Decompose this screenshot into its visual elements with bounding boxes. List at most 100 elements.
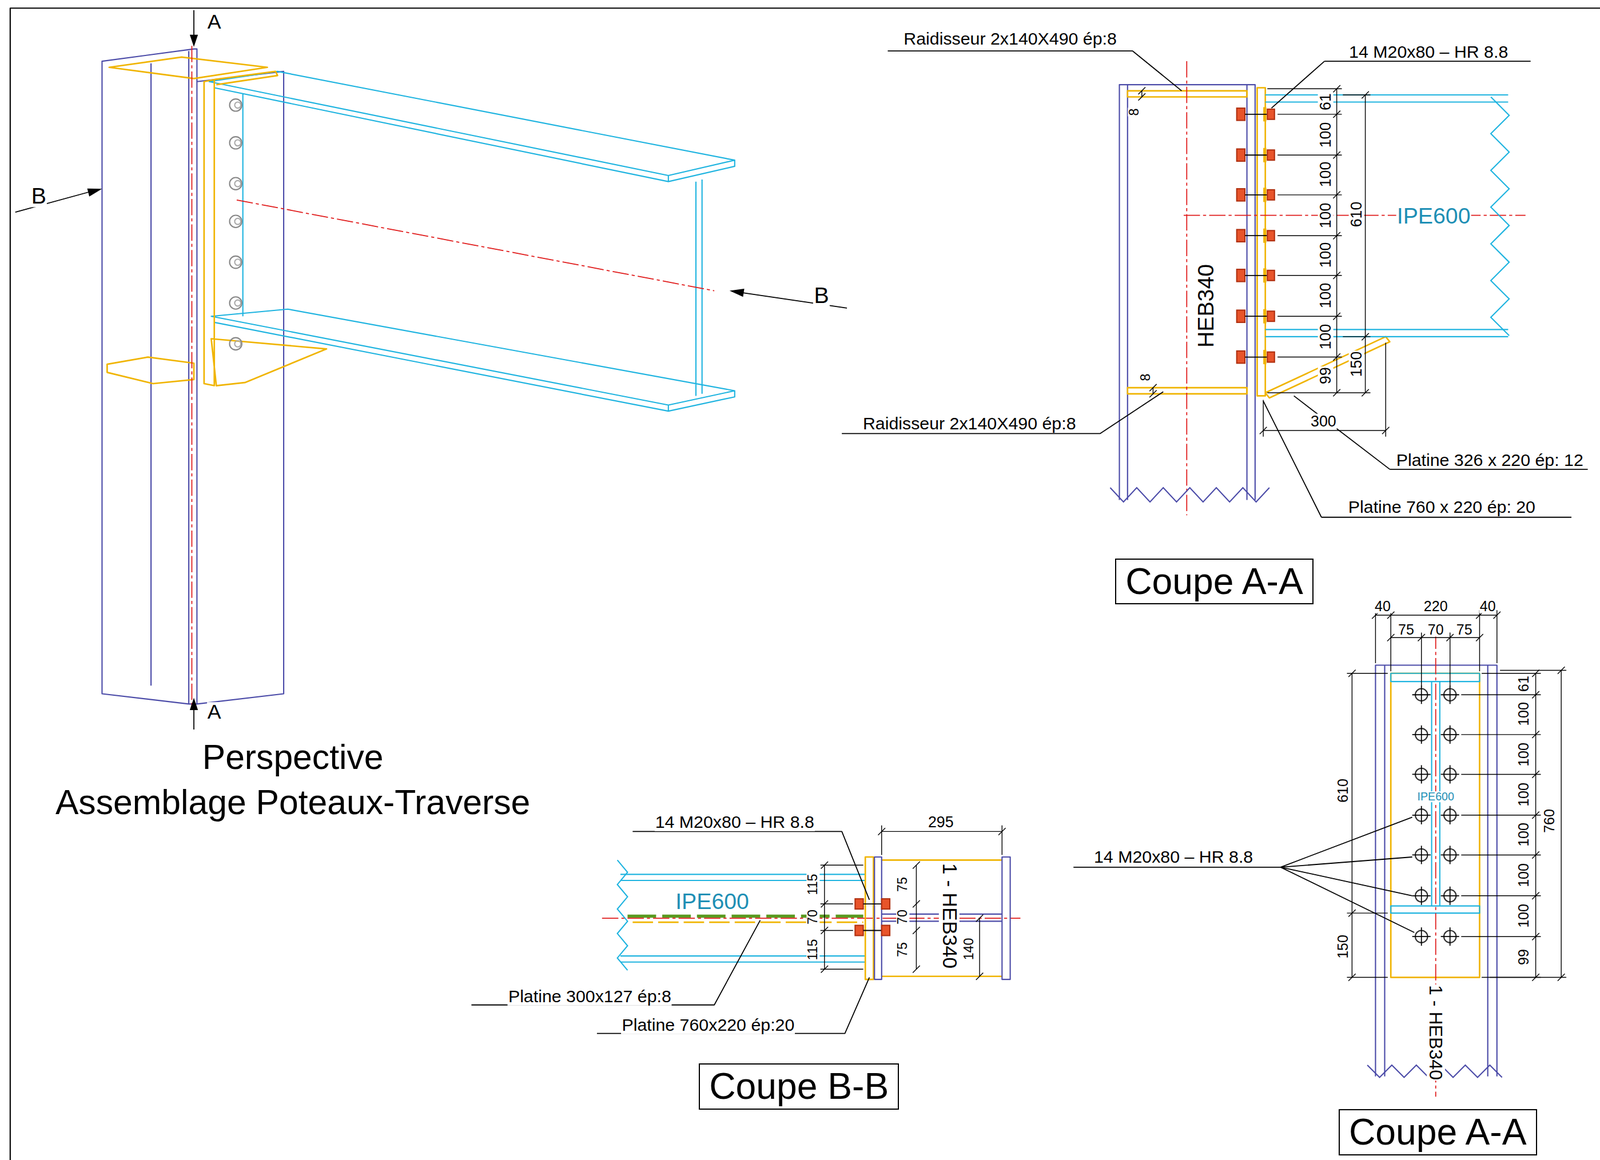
dimension-tick xyxy=(1138,87,1146,95)
dimension-text: 99 xyxy=(1516,948,1531,966)
extension-line xyxy=(1449,632,1451,687)
dimension-text: 100 xyxy=(1318,282,1334,310)
beam-profile xyxy=(1265,94,1509,337)
bolt-cross xyxy=(1449,806,1451,825)
bolt-nut xyxy=(1267,109,1275,120)
dimension-text: 760 xyxy=(1541,809,1556,835)
dimension-line xyxy=(1375,614,1497,616)
dimension-text: 610 xyxy=(1335,778,1351,804)
column-profile xyxy=(874,857,1010,980)
extension-line xyxy=(1496,610,1498,664)
dimension-text: 100 xyxy=(1318,323,1334,351)
dimension-tick xyxy=(1531,933,1539,941)
dimension-text: 150 xyxy=(1348,351,1364,378)
leader-line xyxy=(471,831,870,1034)
bolt-nut xyxy=(1267,189,1275,201)
dimension-text: 100 xyxy=(1318,201,1334,229)
extension-line xyxy=(1277,235,1342,237)
dimension-tick xyxy=(1531,812,1539,819)
dimension-tick xyxy=(1348,909,1356,917)
section-letter: B xyxy=(813,284,830,308)
dimension-tick xyxy=(1332,232,1340,240)
dimension-line xyxy=(916,865,917,970)
section-arrowhead xyxy=(87,34,745,711)
drawing-line xyxy=(627,914,863,918)
extension-line xyxy=(820,969,864,970)
extension-line xyxy=(1481,673,1541,674)
dimension-tick xyxy=(1332,389,1340,397)
dimension-text: 70 xyxy=(806,909,821,926)
bolt-cross xyxy=(1421,765,1423,784)
dimension-tick xyxy=(1531,892,1539,900)
dimension-tick xyxy=(912,900,920,908)
leader-label: 14 M20x80 – HR 8.8 xyxy=(1093,848,1254,866)
extension-line xyxy=(1001,825,1003,856)
dimension-line xyxy=(1263,430,1386,431)
extension-line xyxy=(1385,343,1387,437)
steel-plate xyxy=(106,57,327,386)
dimension-text: 100 xyxy=(1516,822,1531,848)
bolt-head xyxy=(229,256,242,269)
section-letter: B xyxy=(30,184,47,208)
break-line xyxy=(1109,487,1269,503)
extension-line xyxy=(881,825,882,856)
profile-name: 1 - HEB340 xyxy=(1426,984,1446,1081)
dimension-tick xyxy=(912,861,920,869)
bolt-cross xyxy=(1421,725,1423,744)
extension-line xyxy=(820,903,854,905)
leader-label: Platine 760x220 ép:20 xyxy=(621,1016,795,1034)
bolt-cross xyxy=(1449,886,1451,906)
bolt-head xyxy=(229,136,242,149)
dimension-tick xyxy=(1149,390,1157,398)
bolt-head xyxy=(854,898,863,910)
dimension-text: 70 xyxy=(896,909,910,926)
dimension-tick xyxy=(1138,93,1146,101)
bolt-head xyxy=(234,101,241,109)
bolt-head xyxy=(1236,269,1245,282)
bolt-cross xyxy=(1449,845,1451,865)
drawing-caption: Assemblage Poteaux-Traverse xyxy=(54,784,531,820)
bolt-nut xyxy=(1267,311,1275,322)
dimension-text: 70 xyxy=(1427,622,1445,637)
leader-label: Platine 326 x 220 ép: 12 xyxy=(1395,451,1584,469)
extension-line xyxy=(1390,610,1391,672)
dimension-tick xyxy=(1332,191,1340,199)
bolt-cross xyxy=(1421,806,1423,825)
dimension-text: 100 xyxy=(1516,904,1531,930)
leader-line xyxy=(841,50,1588,518)
extension-line xyxy=(820,930,854,931)
extension-line xyxy=(1277,113,1342,115)
dimension-text: 100 xyxy=(1318,121,1334,149)
dimension-text: 100 xyxy=(1318,161,1334,189)
dimension-text: 8 xyxy=(1128,108,1142,117)
section-title: Coupe A-A xyxy=(1348,1112,1527,1153)
profile-name: HEB340 xyxy=(1195,263,1218,349)
section-title: Coupe B-B xyxy=(709,1066,889,1108)
dimension-line xyxy=(978,918,980,977)
dimension-tick xyxy=(1531,670,1539,678)
beam-profile xyxy=(209,71,735,412)
bolt-nut xyxy=(881,925,890,937)
bolt-head xyxy=(229,337,242,350)
break-line xyxy=(1490,97,1510,337)
title-box: Coupe B-B xyxy=(698,1063,899,1110)
extension-line xyxy=(1346,912,1388,914)
profile-name: IPE600 xyxy=(1417,791,1455,803)
dimension-line xyxy=(1351,673,1353,978)
bolt-head xyxy=(1236,309,1245,322)
bolt-cross xyxy=(1421,886,1423,906)
steel-plate xyxy=(865,857,1002,980)
dimension-line xyxy=(881,831,1003,833)
extension-line xyxy=(1277,356,1342,358)
extension-line xyxy=(1461,734,1541,735)
section-letter: A xyxy=(207,702,222,723)
dimension-line xyxy=(824,865,825,970)
dimension-text: 75 xyxy=(1397,622,1415,637)
dimension-tick xyxy=(1332,353,1340,361)
steel-plate xyxy=(1390,673,1480,978)
dimension-line xyxy=(1560,670,1562,978)
dimension-text: 75 xyxy=(1455,622,1474,637)
drawing-line xyxy=(10,8,1600,1160)
dimension-text: 100 xyxy=(1318,241,1334,269)
dimension-tick xyxy=(1557,666,1565,674)
